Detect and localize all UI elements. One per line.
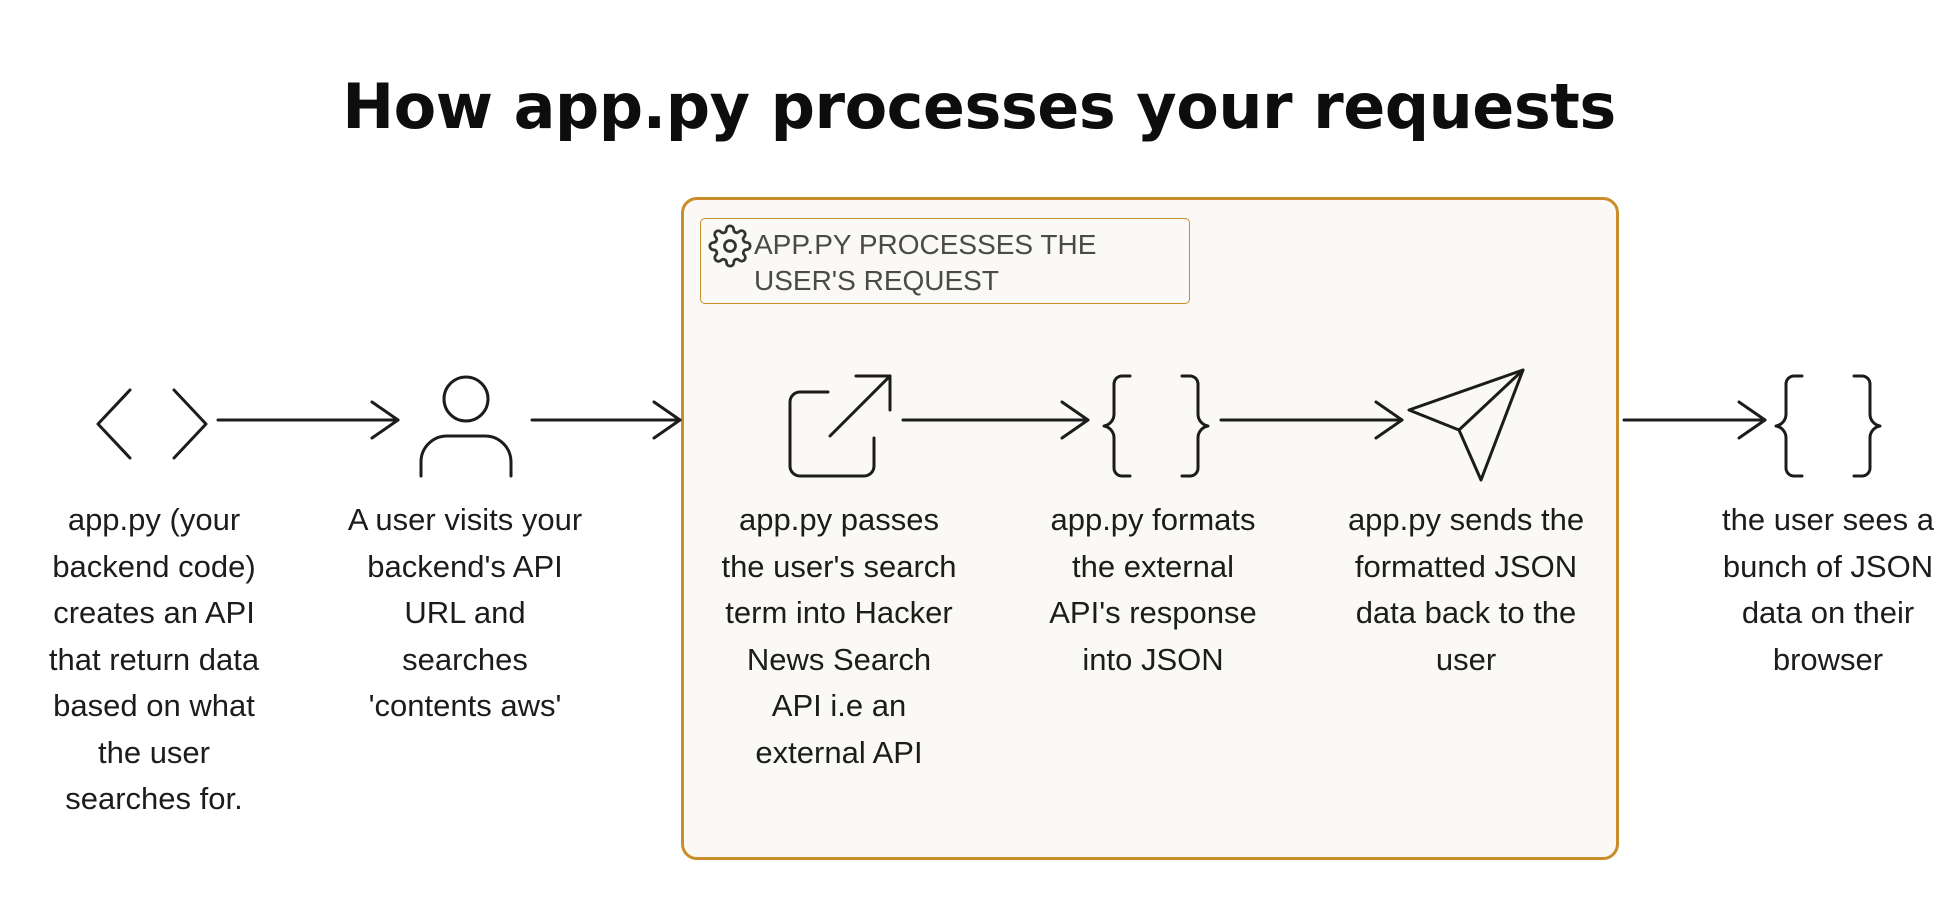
edge-arrow [216, 400, 400, 440]
gear-icon [708, 224, 752, 268]
edge-arrow [1219, 400, 1404, 440]
node-text-send: app.py sends the formatted JSON data bac… [1347, 502, 1585, 677]
group-container [681, 197, 1619, 860]
group-label: APP.PY PROCESSES THE USER'S REQUEST [700, 218, 1190, 304]
edge-arrow [530, 400, 682, 440]
group-label-text: APP.PY PROCESSES THE USER'S REQUEST [754, 229, 1097, 296]
send-icon [1407, 368, 1525, 482]
edge-arrow [901, 400, 1090, 440]
user-icon [419, 375, 513, 478]
edge-arrow [1622, 400, 1767, 440]
node-text-external-api: app.py passes the user's search term int… [721, 502, 957, 770]
code-icon [96, 388, 208, 460]
diagram-title: How app.py processes your requests [342, 70, 1616, 143]
node-text-format-json: app.py formats the external API's respon… [1049, 502, 1257, 677]
node-text-user: A user visits your backend's API URL and… [347, 502, 583, 723]
external-link-icon [788, 374, 892, 478]
curly-braces-icon [1774, 374, 1882, 478]
node-text-code: app.py (your backend code) creates an AP… [48, 502, 260, 816]
node-text-user-sees: the user sees a bunch of JSON data on th… [1722, 502, 1934, 677]
curly-braces-icon [1102, 374, 1210, 478]
